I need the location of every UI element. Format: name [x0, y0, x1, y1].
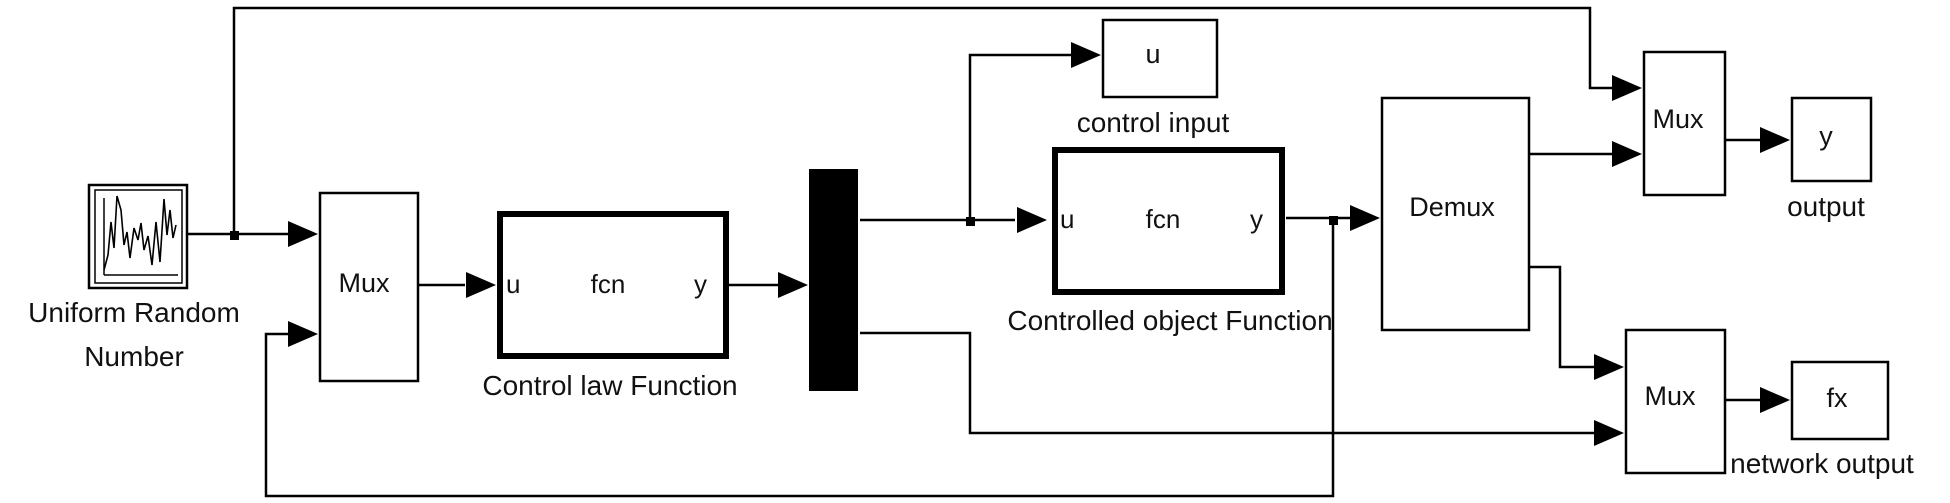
bus-bar[interactable] — [809, 169, 858, 391]
junctions — [230, 216, 1338, 240]
arrow-into-output-mux-in1 — [1612, 75, 1642, 101]
control-law-fcn-text: fcn — [591, 269, 626, 299]
uniform-random-number-block[interactable] — [87, 183, 189, 290]
controlled-object-label: Controlled object Function — [1007, 305, 1332, 336]
wire-random-to-output-mux — [232, 6, 1615, 234]
y-scope-box — [1790, 96, 1873, 183]
wire-feedback — [264, 218, 1335, 498]
arrow-into-fx-scope — [1760, 387, 1790, 413]
mux-output-block[interactable]: Mux — [1642, 50, 1727, 197]
junction-control-input-branch — [966, 217, 975, 226]
control-input-box — [1101, 18, 1219, 99]
arrow-into-control-input — [1071, 42, 1101, 68]
mux-network-block[interactable]: Mux — [1624, 328, 1727, 475]
random-signal-icon — [103, 195, 178, 276]
demux-box — [1380, 96, 1531, 332]
demux-block[interactable]: Demux — [1380, 96, 1531, 332]
controlled-object-function-block[interactable]: u fcn y — [1052, 147, 1285, 295]
uniform-random-label-2: Number — [84, 341, 184, 372]
arrow-into-controlled-object — [1017, 207, 1047, 233]
arrow-into-network-mux-in1 — [1594, 354, 1624, 380]
arrowheads — [288, 42, 1790, 446]
arrow-into-network-mux-in2 — [1594, 420, 1624, 446]
control-law-out-port: y — [694, 269, 707, 299]
mux-input-box — [318, 191, 420, 383]
demux-text: Demux — [1409, 192, 1495, 222]
y-scope-label: output — [1787, 191, 1865, 222]
fx-scope-text: fx — [1826, 383, 1848, 413]
mux-network-box — [1624, 328, 1727, 475]
junction-feedback-branch — [1329, 216, 1338, 225]
fx-scope-box — [1790, 360, 1890, 441]
mux-input-text: Mux — [338, 268, 390, 298]
control-law-in-port: u — [506, 269, 520, 299]
uniform-random-label-1: Uniform Random — [28, 297, 240, 328]
arrow-into-mux-in2 — [288, 321, 318, 347]
mux-network-text: Mux — [1644, 381, 1696, 411]
controlled-object-box — [1052, 147, 1285, 295]
control-input-scope-block[interactable]: u — [1101, 18, 1219, 99]
wire-bus-to-network-mux — [860, 331, 1595, 435]
arrow-into-y-scope — [1760, 127, 1790, 153]
controlled-object-fcn-text: fcn — [1146, 204, 1181, 234]
fx-scope-block[interactable]: fx — [1790, 360, 1890, 441]
wire-demux-to-network-mux — [1530, 265, 1595, 369]
controlled-object-in-port: u — [1060, 204, 1074, 234]
control-law-box — [497, 211, 729, 359]
control-law-function-block[interactable]: u fcn y — [497, 211, 729, 359]
control-input-label: control input — [1077, 107, 1230, 138]
controlled-object-out-port: y — [1250, 204, 1263, 234]
arrow-into-mux-in1 — [288, 221, 318, 247]
mux-output-text: Mux — [1652, 104, 1704, 134]
y-scope-text: y — [1819, 121, 1833, 151]
control-law-label: Control law Function — [482, 370, 737, 401]
arrow-into-demux — [1350, 205, 1380, 231]
junction-random-branch — [230, 231, 239, 240]
control-input-text: u — [1145, 39, 1160, 69]
arrow-into-bus — [778, 272, 808, 298]
fx-scope-label: network output — [1730, 448, 1914, 479]
y-scope-block[interactable]: y — [1790, 96, 1873, 183]
mux-output-box — [1642, 50, 1727, 197]
mux-input-block[interactable]: Mux — [318, 191, 420, 383]
arrow-into-control-law — [466, 272, 496, 298]
wire-to-control-input — [968, 53, 1075, 220]
arrow-into-output-mux-in2 — [1612, 141, 1642, 167]
